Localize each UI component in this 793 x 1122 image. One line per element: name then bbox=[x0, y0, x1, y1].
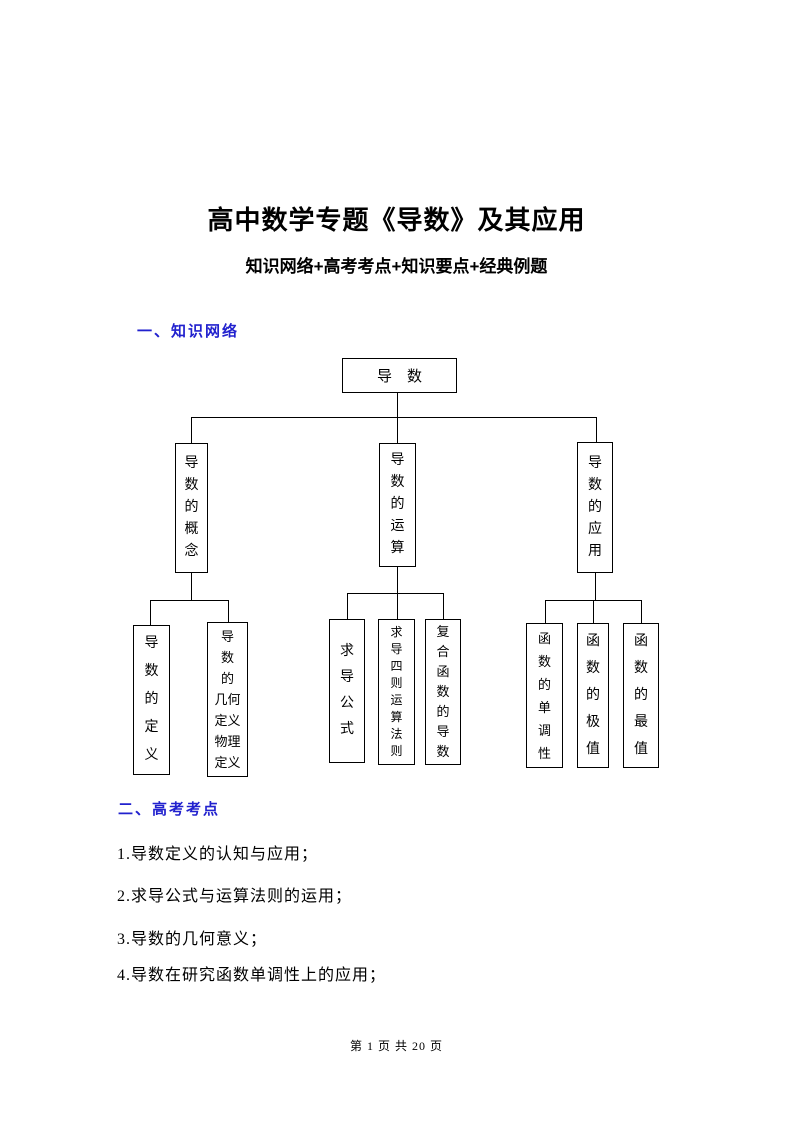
node-derivative-applications: 导 数 的 应 用 bbox=[577, 442, 613, 573]
node-derivative-formulas: 求 导 公 式 bbox=[329, 619, 365, 763]
connector-line bbox=[191, 417, 596, 418]
connector-line bbox=[397, 393, 398, 443]
connector-line bbox=[347, 593, 443, 594]
page-subtitle: 知识网络+高考考点+知识要点+经典例题 bbox=[245, 257, 548, 276]
node-function-extremum: 函 数 的 极 值 bbox=[577, 623, 609, 768]
exam-point-item: 1.导数定义的认知与应用； bbox=[117, 846, 319, 863]
connector-line bbox=[347, 593, 348, 619]
section-heading-exam-points: 二、高考考点 bbox=[118, 801, 221, 818]
exam-point-item: 2.求导公式与运算法则的运用； bbox=[117, 888, 353, 905]
section-heading-knowledge-network: 一、知识网络 bbox=[137, 323, 240, 340]
connector-line bbox=[593, 600, 594, 623]
connector-line bbox=[545, 600, 546, 623]
exam-point-item: 4.导数在研究函数单调性上的应用； bbox=[117, 967, 387, 984]
exam-point-item: 3.导数的几何意义； bbox=[117, 931, 268, 948]
connector-line bbox=[443, 593, 444, 619]
node-derivative-operations: 导 数 的 运 算 bbox=[379, 443, 416, 567]
connector-line bbox=[191, 573, 192, 600]
node-geometric-physical-definition: 导 数 的 几何 定义 物理 定义 bbox=[207, 622, 248, 777]
node-four-operation-rules: 求 导 四 则 运 算 法 则 bbox=[378, 619, 415, 765]
node-derivative-definition: 导 数 的 定 义 bbox=[133, 625, 170, 775]
connector-line bbox=[150, 600, 151, 625]
node-root-derivative: 导 数 bbox=[342, 358, 457, 393]
connector-line bbox=[191, 417, 192, 443]
connector-line bbox=[150, 600, 228, 601]
connector-line bbox=[641, 600, 642, 623]
connector-line bbox=[595, 573, 596, 600]
connector-line bbox=[596, 417, 597, 442]
page-number: 第 1 页 共 20 页 bbox=[349, 1039, 443, 1053]
node-derivative-concept: 导 数 的 概 念 bbox=[175, 443, 208, 573]
node-composite-function-derivative: 复 合 函 数 的 导 数 bbox=[425, 619, 461, 765]
node-function-monotonicity: 函 数 的 单 调 性 bbox=[526, 623, 563, 768]
node-function-max-min: 函 数 的 最 值 bbox=[623, 623, 659, 768]
page-title: 高中数学专题《导数》及其应用 bbox=[207, 205, 586, 235]
connector-line bbox=[228, 600, 229, 622]
